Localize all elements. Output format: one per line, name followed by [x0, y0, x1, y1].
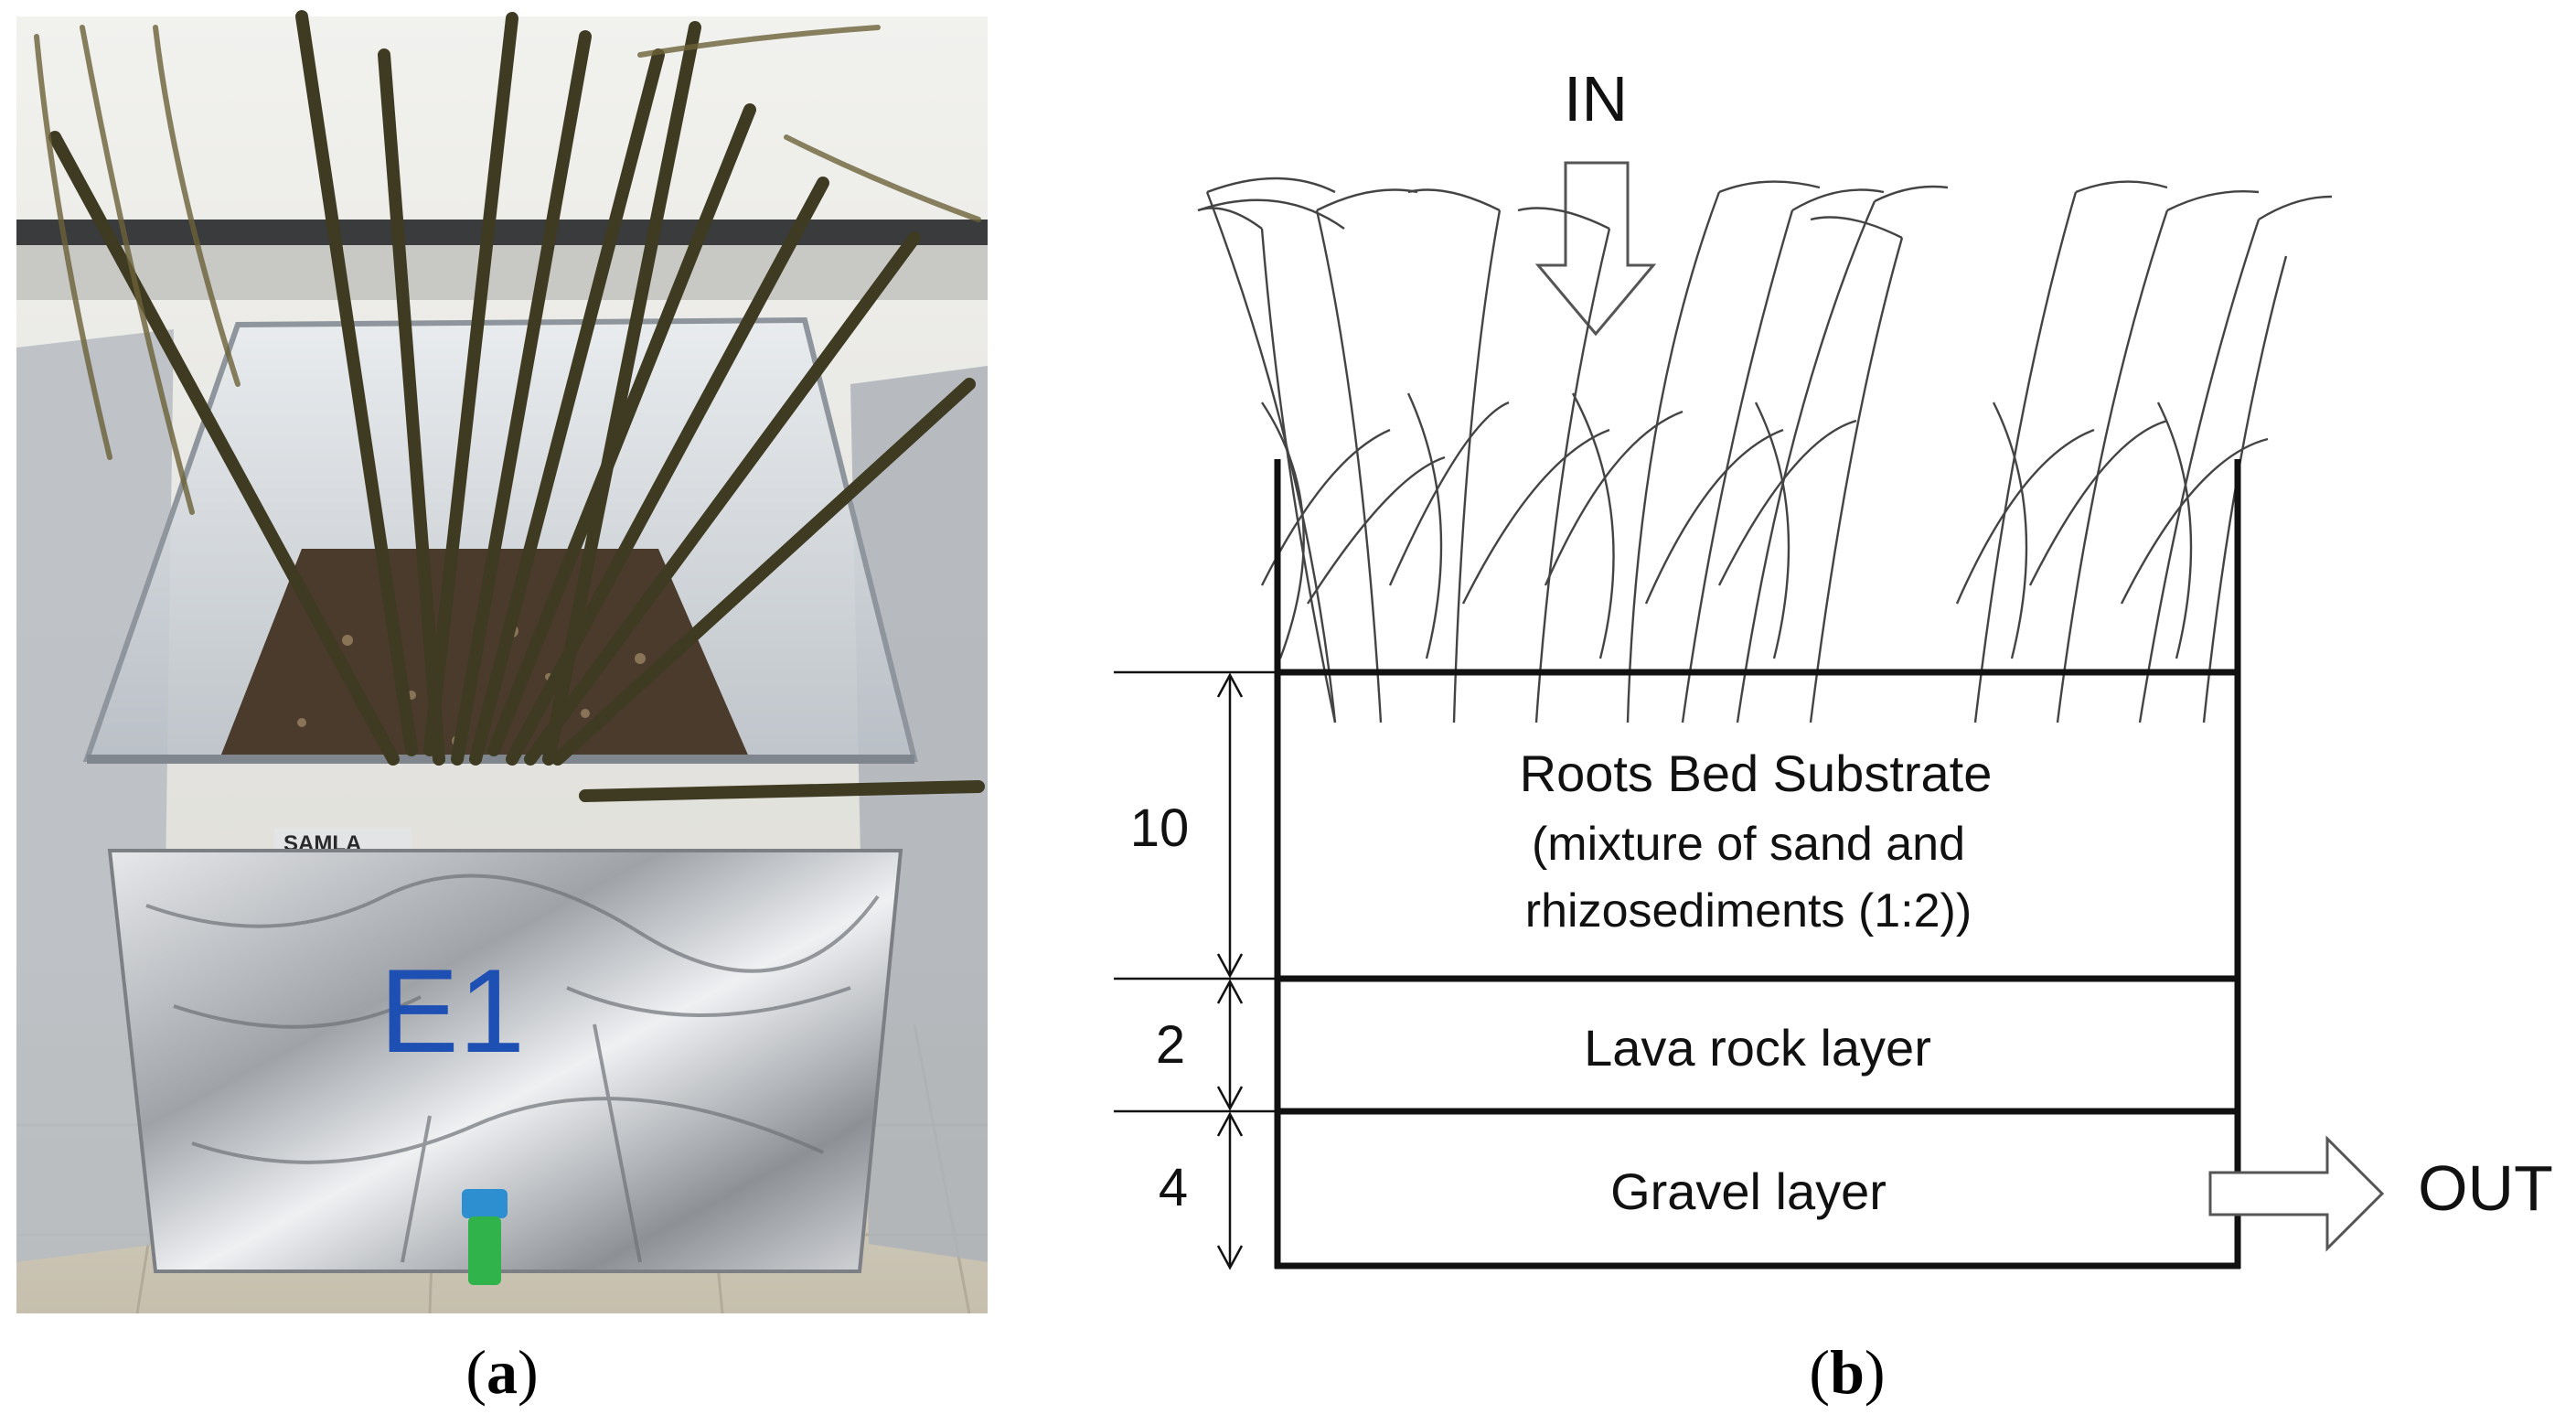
reed-plant-sketches — [1197, 177, 2333, 723]
reed-stems — [48, 10, 985, 802]
aluminium-foil-wrap — [107, 849, 903, 1273]
wall-band — [16, 245, 988, 300]
layer-thickness-lava: 2 — [1156, 1015, 1185, 1075]
layer-detail-substrate-line2: rhizosediments (1:2)) — [1525, 884, 1972, 938]
right-neighbour-container — [850, 366, 988, 1262]
panel-b-diagram: IN — [1114, 63, 2553, 1270]
tank-outline — [1274, 459, 2241, 1270]
foil-creases — [145, 873, 880, 1263]
inflow-label: IN — [1564, 63, 1628, 134]
foil-marking: E1 — [379, 944, 525, 1077]
tap-cap — [462, 1189, 508, 1218]
panel-b-label: (b) — [1809, 1337, 1885, 1407]
dimension-arrows — [1216, 672, 1244, 1270]
dimension-arrowhead-down — [1216, 953, 1244, 979]
dimension-arrowhead-up — [1216, 672, 1244, 698]
layer-name-substrate: Roots Bed Substrate — [1520, 745, 1993, 802]
reed-leaves — [34, 25, 981, 515]
inflow-arrow — [1534, 161, 1657, 337]
panel-a-label: (a) — [465, 1337, 538, 1407]
level-guide-lines — [1114, 670, 1277, 1113]
layer-thickness-gravel: 4 — [1159, 1158, 1188, 1217]
layer-thickness-substrate: 10 — [1130, 798, 1190, 858]
outflow-label: OUT — [2418, 1152, 2553, 1224]
panel-a-photo: SAMLA E1 — [16, 10, 988, 1314]
layer-name-gravel: Gravel layer — [1610, 1162, 1887, 1220]
outlet-tap — [468, 1216, 501, 1285]
outflow-arrow — [2208, 1135, 2385, 1252]
layer-name-lava: Lava rock layer — [1584, 1019, 1931, 1077]
wall-ledge — [16, 220, 988, 245]
layer-detail-substrate-line1: (mixture of sand and — [1532, 818, 1965, 871]
